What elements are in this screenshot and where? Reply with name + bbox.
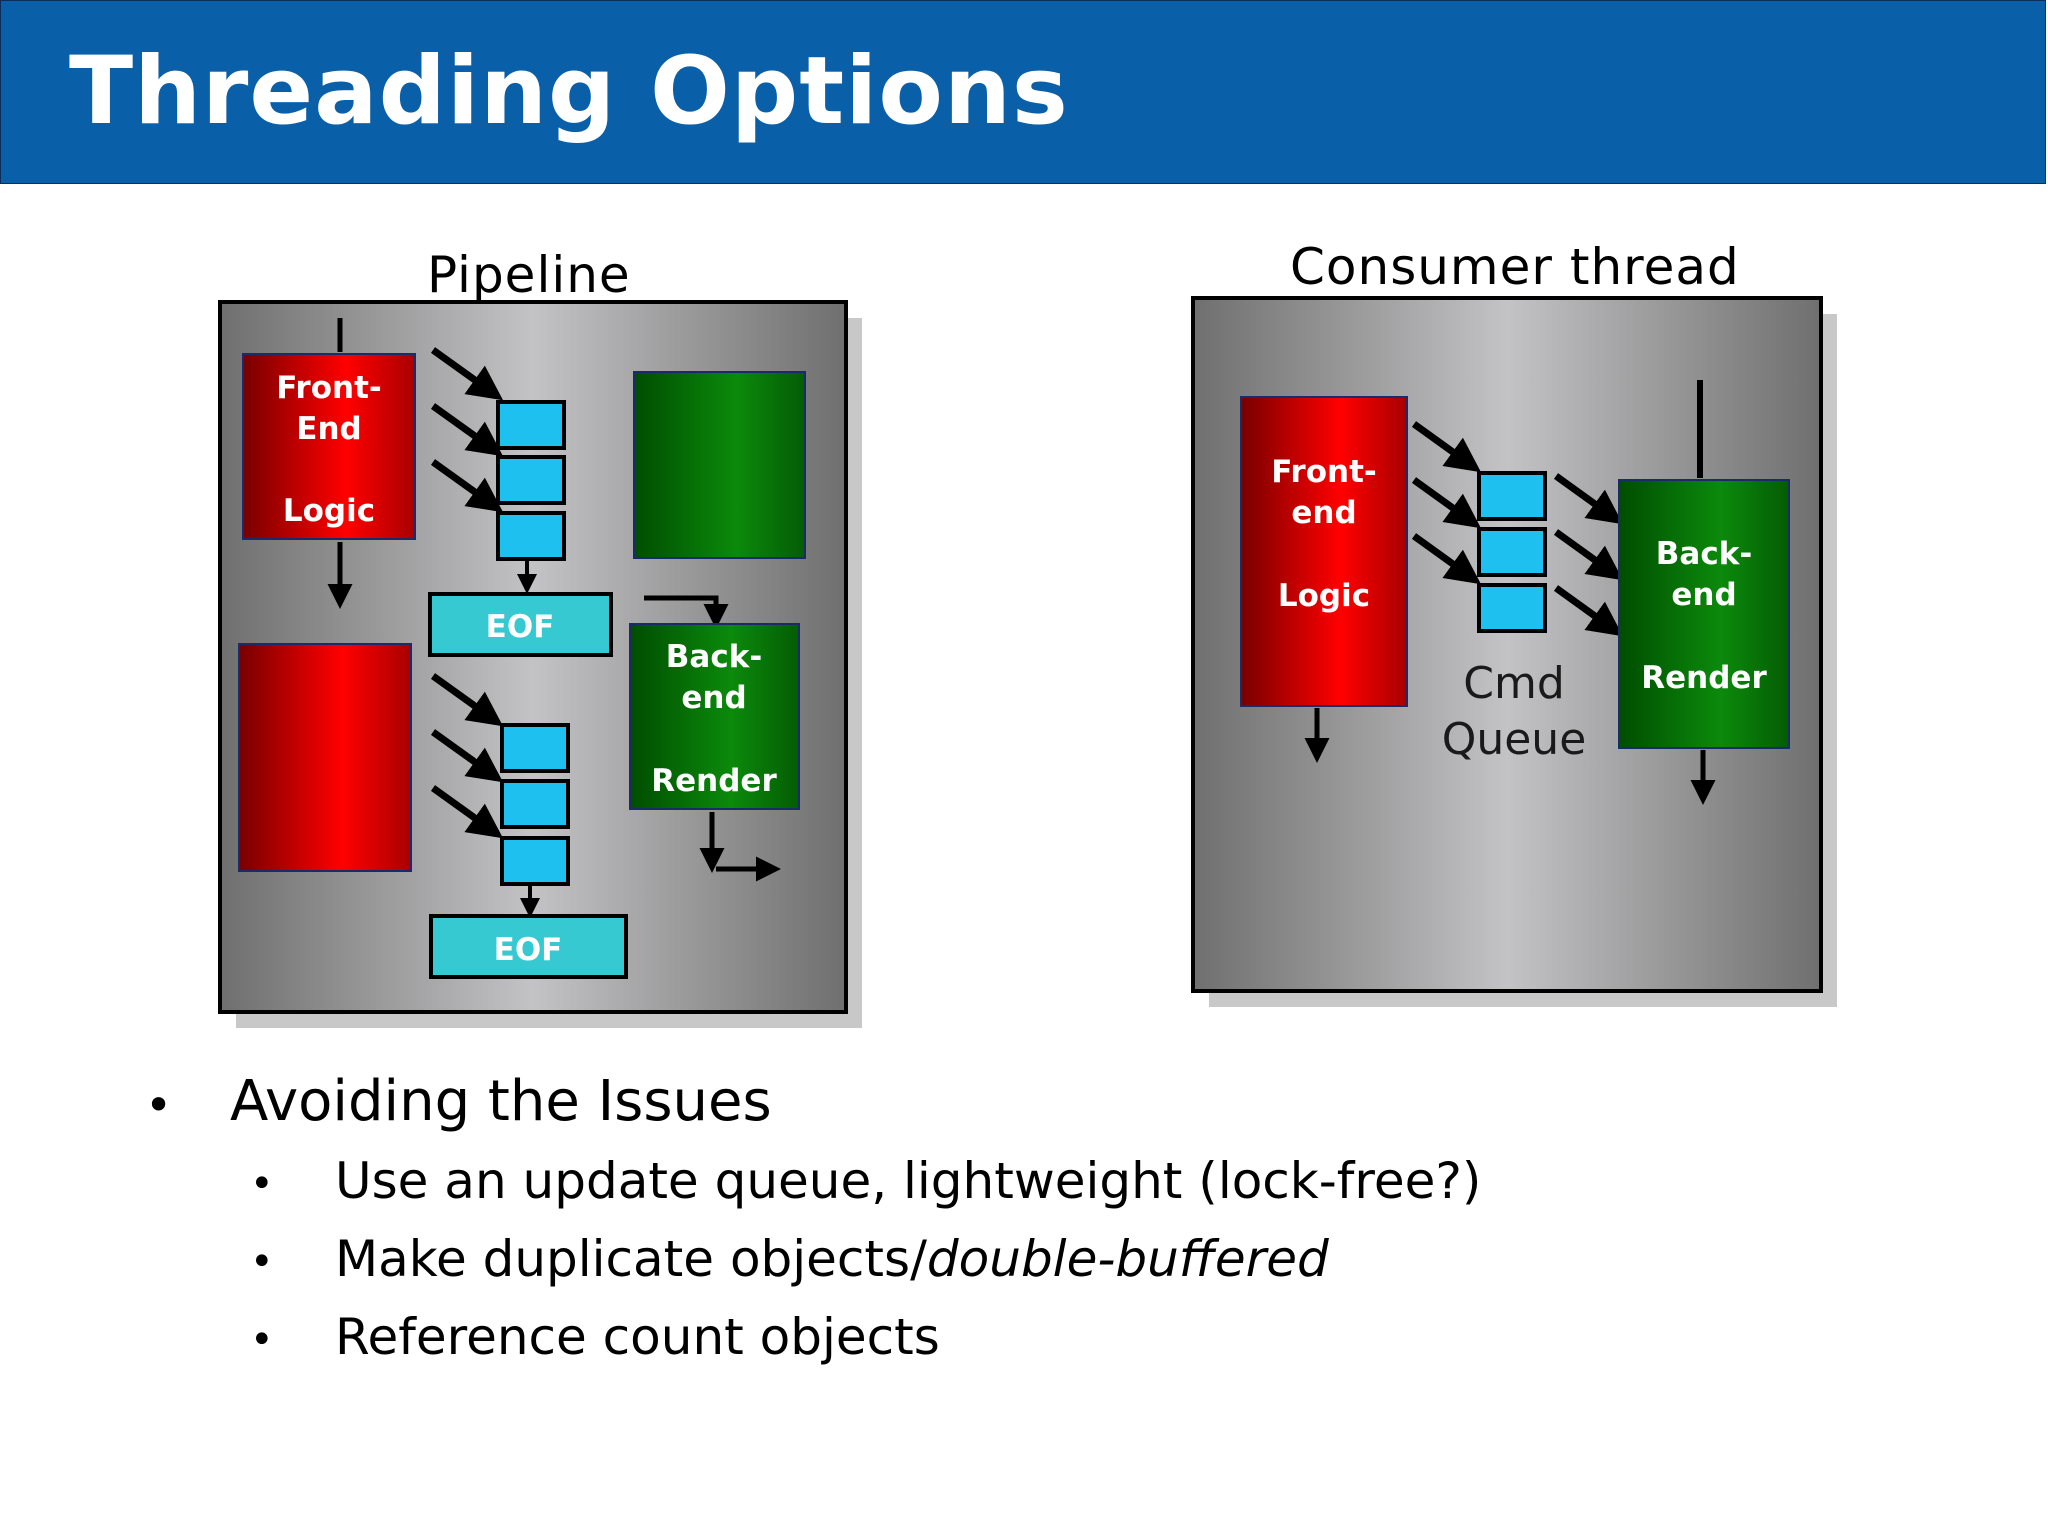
cmd-queue-label-2: Queue <box>1442 714 1587 765</box>
pipeline-backend-box <box>629 623 800 810</box>
eof-label-bottom: EOF <box>494 932 563 968</box>
bullet-sub-1-text: Use an update queue, lightweight (lock-f… <box>335 1152 1482 1210</box>
queue-arrow-icon <box>1411 477 1482 529</box>
queue-slot <box>500 779 570 829</box>
consumer-frontend-label-1: Front- <box>1271 454 1377 490</box>
queue-arrow-icon <box>430 673 504 727</box>
pipeline-backend-label-1: Back- <box>666 639 762 675</box>
pipeline-title: Pipeline <box>427 246 631 304</box>
queue-arrow-icon <box>1553 473 1624 525</box>
bullet-sub-1: • Use an update queue, lightweight (lock… <box>0 1154 2048 1214</box>
consumer-frontend-label-3: Logic <box>1278 578 1370 614</box>
pipeline-frontend-label-1: Front- <box>276 370 382 406</box>
queue-arrow-icon <box>430 403 504 457</box>
cmd-queue-slot <box>1477 527 1547 577</box>
eof-box-top <box>428 592 613 657</box>
bullet-dot-icon: • <box>250 1317 274 1363</box>
bullet-dot-icon: • <box>250 1239 274 1285</box>
queue-arrow-icon <box>430 459 504 513</box>
consumer-backend-box <box>1618 479 1790 749</box>
queue-arrow-icon <box>430 785 504 839</box>
pipeline-backend-label-2: end <box>681 680 746 716</box>
queue-arrow-icon <box>430 347 504 401</box>
queue-arrow-icon <box>1411 421 1482 473</box>
cmd-queue-slot <box>1477 471 1547 521</box>
consumer-backend-label-3: Render <box>1641 660 1767 696</box>
consumer-thread-diagram: Front- end Logic Cmd Queue Back- end Ren… <box>1191 296 1837 1007</box>
page-title: Threading Options <box>69 37 1069 146</box>
bullet-sub-3: • Reference count objects <box>0 1310 2048 1370</box>
bullet-sub-2-plain: Make duplicate objects/ <box>335 1230 927 1288</box>
consumer-thread-title: Consumer thread <box>1290 238 1740 296</box>
queue-arrow-icon <box>1553 585 1624 637</box>
queue-slot <box>496 400 566 450</box>
queue-arrow-icon <box>1411 533 1482 585</box>
backend-input-arrow <box>644 595 729 629</box>
pipeline-frontend-label-2: End <box>296 411 361 447</box>
bullet-dot-icon: • <box>145 1078 173 1132</box>
pipeline-frontend-box-2 <box>238 643 412 872</box>
queue-arrow-icon <box>430 729 504 783</box>
bullet-sub-2-text: Make duplicate objects/double-buffered <box>335 1234 1329 1284</box>
pipeline-backend-box-empty <box>633 371 806 559</box>
consumer-frontend-box <box>1240 396 1408 707</box>
bullet-sub-2: • Make duplicate objects/double-buffered <box>0 1232 2048 1292</box>
eof-box-bottom <box>429 914 628 979</box>
pipeline-diagram: Front- End Logic EOF EOF <box>218 300 862 1028</box>
queue-arrow-icon <box>1553 529 1624 581</box>
bullet-sub-3-text: Reference count objects <box>335 1308 940 1366</box>
bullet-dot-icon: • <box>250 1161 274 1207</box>
bullet-sub-2-italic: double-buffered <box>926 1230 1329 1288</box>
pipeline-frontend-box <box>242 353 416 540</box>
queue-slot <box>500 723 570 773</box>
bullet-main: • Avoiding the Issues <box>0 1070 2048 1140</box>
consumer-backend-label-2: end <box>1671 577 1736 613</box>
consumer-frontend-label-2: end <box>1291 495 1356 531</box>
queue-slot <box>500 836 570 886</box>
cmd-queue-label-1: Cmd <box>1463 658 1565 709</box>
pipeline-frontend-label-3: Logic <box>283 493 375 529</box>
cmd-queue-slot <box>1477 583 1547 633</box>
consumer-backend-label-1: Back- <box>1656 536 1752 572</box>
bullet-main-text: Avoiding the Issues <box>230 1069 772 1134</box>
pipeline-backend-label-3: Render <box>651 763 777 799</box>
eof-label-top: EOF <box>486 609 555 645</box>
queue-slot <box>496 455 566 505</box>
title-bar: Threading Options <box>0 0 2046 184</box>
queue-slot <box>496 511 566 561</box>
